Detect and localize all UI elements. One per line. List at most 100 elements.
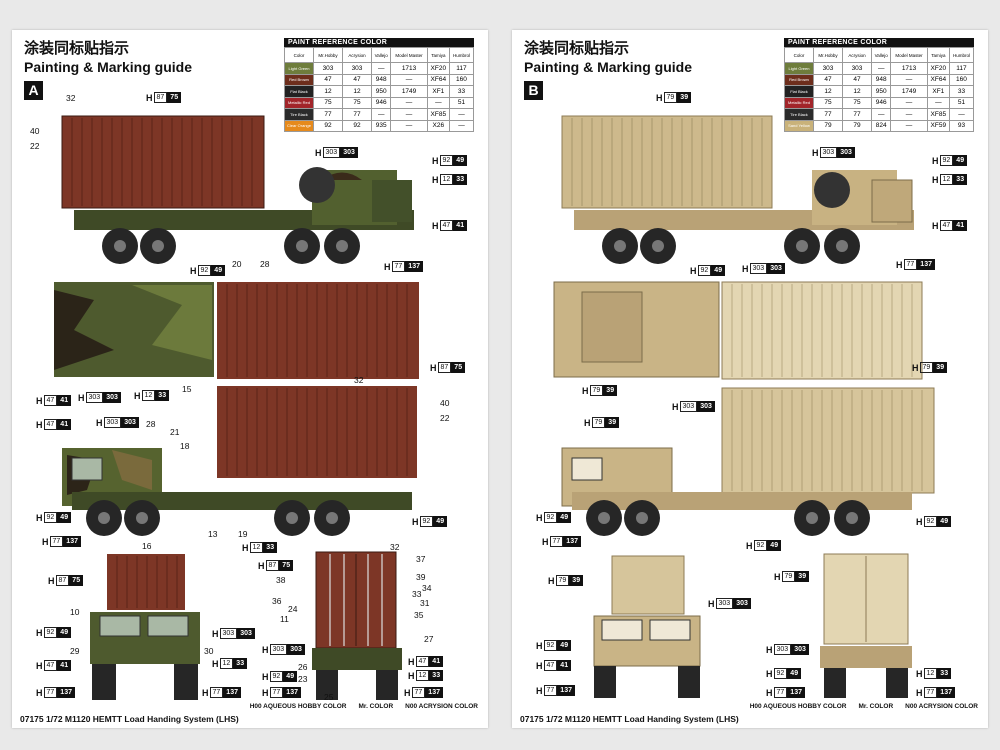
table-cell: 92: [313, 119, 343, 132]
paint-legend: H00 AQUEOUS HOBBY COLOR Mr. COLOR N00 AC…: [250, 703, 478, 710]
page-footer: 07175 1/72 M1120 HEMTT Load Handing Syst…: [520, 714, 739, 724]
part-number: 24: [288, 604, 298, 614]
paint-reference-heading: PAINT REFERENCE COLOR: [784, 38, 974, 47]
front-view: [90, 554, 200, 700]
legend-item: N00 ACRYSION COLOR: [405, 703, 478, 710]
truck-drawings: [54, 115, 419, 700]
part-number: 40: [440, 398, 450, 408]
part-number: 39: [416, 572, 426, 582]
part-number: 33: [412, 589, 422, 599]
table-cell: —: [448, 119, 475, 132]
table-cell: 824: [870, 119, 892, 132]
side-view-upper: [61, 115, 414, 264]
part-number: 35: [414, 610, 424, 620]
table-cell: XF59: [926, 119, 950, 132]
top-view: [553, 281, 923, 380]
part-number: 21: [170, 427, 180, 437]
part-number: 37: [416, 554, 426, 564]
page-title-chinese: 涂装同标贴指示: [524, 39, 630, 57]
page-title-chinese: 涂装同标贴指示: [24, 39, 130, 57]
column-header: Acrysion: [342, 47, 372, 63]
legend-item: Mr. COLOR: [858, 703, 894, 710]
table-cell: X26: [426, 119, 450, 132]
side-view-lower: [561, 387, 935, 536]
part-number: 26: [298, 662, 308, 672]
legend-item: H00 AQUEOUS HOBBY COLOR: [749, 703, 847, 710]
part-number: 20: [232, 259, 242, 269]
part-number: 23: [298, 674, 308, 684]
table-cell: 160: [448, 73, 475, 86]
part-number: 16: [142, 541, 152, 551]
page-footer: 07175 1/72 M1120 HEMTT Load Handing Syst…: [20, 714, 239, 724]
part-number: 31: [420, 598, 430, 608]
instruction-page-a: 涂装同标贴指示 Painting & Marking guide A PAINT…: [12, 30, 488, 728]
column-header: Tamiya: [926, 47, 950, 63]
part-number: 27: [424, 634, 434, 644]
side-view-lower: [62, 386, 417, 536]
paint-table: Color Mr.Hobby Acrysion Vallejo Model Ma…: [284, 47, 475, 132]
legend-item: Mr. COLOR: [358, 703, 394, 710]
column-header: Acrysion: [842, 47, 872, 63]
part-number: 25: [324, 692, 334, 702]
column-header: Model Master: [390, 47, 428, 63]
top-view: [54, 282, 419, 379]
table-cell: —: [390, 119, 428, 132]
table-header-row: Color Mr.Hobby Acrysion Vallejo Model Ma…: [284, 47, 475, 63]
table-cell: —: [890, 119, 928, 132]
part-number: 36: [272, 596, 282, 606]
column-header: Vallejo: [370, 47, 392, 63]
rear-view: [820, 553, 912, 698]
part-number: 32: [390, 542, 400, 552]
part-number: 34: [422, 583, 432, 593]
scheme-letter: B: [524, 81, 543, 100]
paint-reference-table: PAINT REFERENCE COLOR Color Mr.Hobby Acr…: [284, 38, 475, 132]
part-number: 30: [204, 646, 214, 656]
part-number: 11: [280, 614, 289, 624]
part-number: 18: [180, 441, 190, 451]
paint-reference-heading: PAINT REFERENCE COLOR: [284, 38, 474, 47]
part-number: 22: [30, 141, 40, 151]
rear-view: [312, 551, 402, 700]
